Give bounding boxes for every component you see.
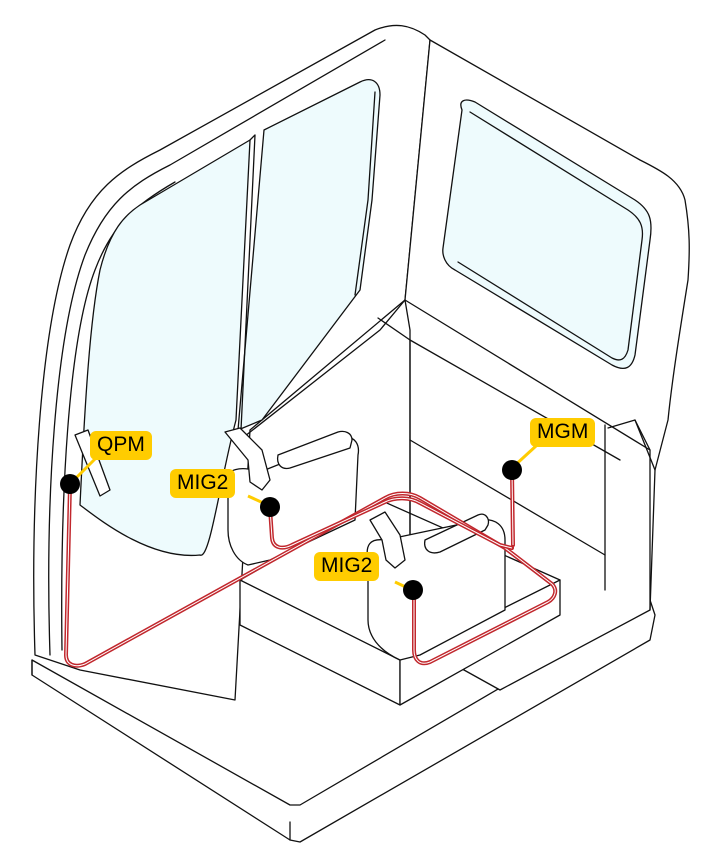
- right-joystick: [369, 511, 406, 569]
- left-joystick: [224, 427, 271, 491]
- right-armrest-pad: [424, 513, 490, 554]
- left-armrest-pad: [276, 430, 353, 470]
- mgm-label: MGM: [530, 418, 596, 447]
- mig2-left-connector-dot: [260, 497, 280, 517]
- mgm-connector-dot: [502, 460, 522, 480]
- mig2-right-connector-dot: [403, 580, 423, 600]
- rear-window: [442, 99, 652, 369]
- cable-harness: [64, 468, 558, 668]
- mig2-right-label: MIG2: [314, 552, 380, 581]
- qpm-label: QPM: [90, 431, 152, 460]
- qpm-connector-dot: [60, 474, 80, 494]
- left-armrest-console: [227, 437, 360, 566]
- cab-floor: [31, 599, 656, 843]
- mig2-left-label: MIG2: [170, 469, 236, 498]
- front-window-right: [237, 79, 381, 431]
